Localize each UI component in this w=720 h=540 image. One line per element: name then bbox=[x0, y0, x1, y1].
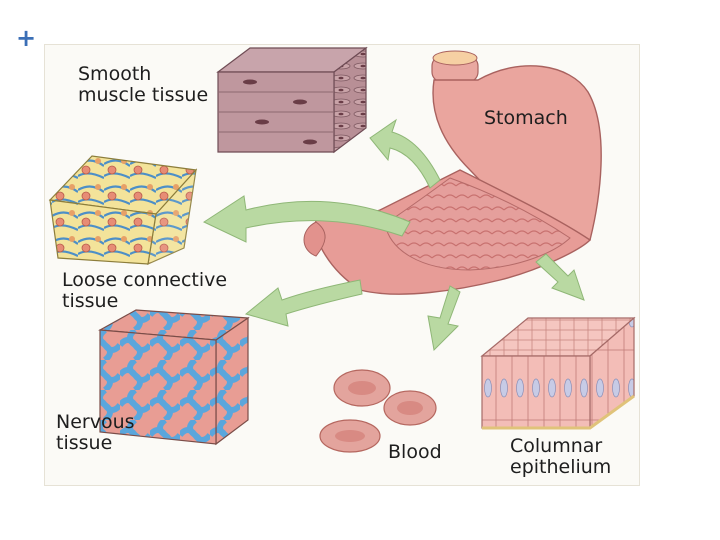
label-loose-connective: Loose connective tissue bbox=[62, 269, 228, 312]
label-columnar: Columnar epithelium bbox=[510, 435, 612, 478]
loose-connective-block bbox=[48, 155, 198, 265]
arrow-icon bbox=[202, 118, 585, 352]
nervous-block bbox=[97, 309, 250, 446]
label-smooth-muscle: Smooth muscle tissue bbox=[78, 63, 209, 106]
plus-icon: + bbox=[16, 24, 37, 52]
columnar-epithelium-block bbox=[480, 316, 636, 430]
label-blood: Blood bbox=[388, 441, 442, 463]
label-stomach: Stomach bbox=[484, 107, 568, 129]
label-nervous: Nervous tissue bbox=[56, 411, 135, 454]
stomach-illustration bbox=[303, 50, 602, 295]
smooth-muscle-block bbox=[216, 46, 368, 154]
blood-cells bbox=[319, 369, 437, 453]
